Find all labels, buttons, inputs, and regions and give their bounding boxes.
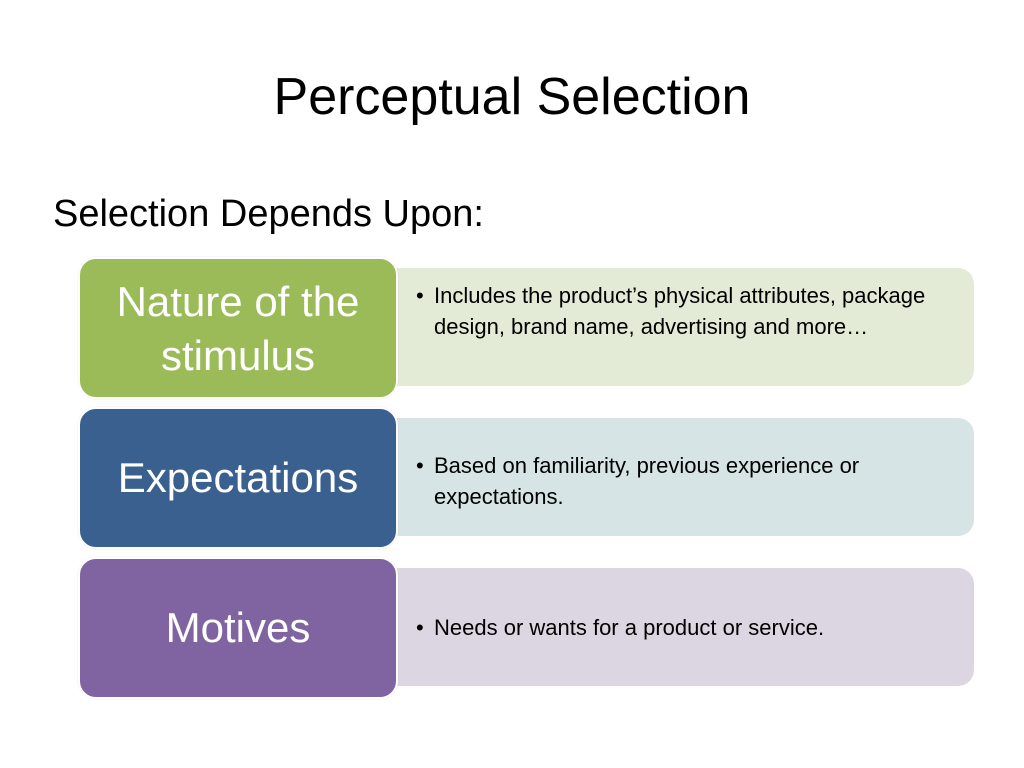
factor-detail-box: • Includes the product’s physical attrib… (378, 268, 974, 386)
factor-detail-text: Includes the product’s physical attribut… (434, 283, 926, 339)
factor-detail-text: Based on familiarity, previous experienc… (434, 453, 860, 509)
factor-label-box: Nature of the stimulus (78, 257, 398, 399)
factor-label: Motives (165, 604, 311, 651)
slide-title: Perceptual Selection (273, 68, 751, 126)
bullet-icon: • (416, 453, 424, 478)
factor-detail-bullet: • Needs or wants for a product or servic… (416, 612, 824, 643)
factor-detail-box: • Based on familiarity, previous experie… (378, 418, 974, 536)
factor-label: Nature of the stimulus (116, 278, 360, 379)
selection-factor-nature-of-stimulus: • Includes the product’s physical attrib… (78, 257, 974, 399)
factor-detail-bullet: • Includes the product’s physical attrib… (416, 280, 954, 342)
factor-detail-text: Needs or wants for a product or service. (434, 614, 825, 640)
factor-detail-box: • Needs or wants for a product or servic… (378, 568, 974, 686)
bullet-icon: • (416, 614, 424, 640)
selection-factor-expectations: • Based on familiarity, previous experie… (78, 407, 974, 549)
factor-label: Expectations (117, 454, 359, 501)
slide-subtitle: Selection Depends Upon: (53, 193, 484, 235)
bullet-icon: • (416, 283, 424, 308)
factor-label-box: Motives (78, 557, 398, 699)
selection-factor-motives: • Needs or wants for a product or servic… (78, 557, 974, 699)
factor-detail-bullet: • Based on familiarity, previous experie… (416, 450, 954, 512)
factor-label-box: Expectations (78, 407, 398, 549)
